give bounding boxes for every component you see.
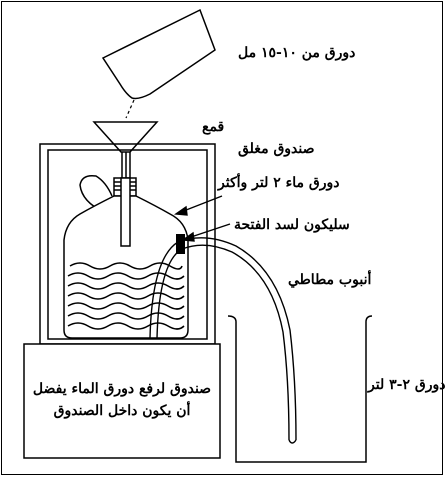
stand-box-line-2: أن يكون داخل الصندوق bbox=[53, 403, 191, 419]
large-beaker bbox=[227, 315, 373, 463]
small-beaker bbox=[101, 8, 216, 100]
silicone-plug bbox=[176, 234, 185, 254]
stand-box-line-1: صندوق لرفع دورق الماء يفضل bbox=[32, 381, 212, 398]
rubber-tube bbox=[149, 237, 297, 444]
label-small-beaker: دورق من ١٠-١٥ مل bbox=[238, 45, 356, 61]
label-closed-box: صندوق مغلق bbox=[238, 141, 315, 157]
water-waves bbox=[67, 262, 185, 330]
pointer-arrows bbox=[174, 195, 231, 242]
label-large-beaker: دورق ٢-٣ لتر bbox=[368, 377, 446, 393]
stand-box-text: صندوق لرفع دورق الماء يفضل أن يكون داخل … bbox=[26, 346, 218, 456]
label-water-jug: دورق ماء ٢ لتر وأكثر bbox=[218, 175, 340, 191]
label-rubber-tube: أنبوب مطاطي bbox=[288, 272, 372, 288]
label-silicone-plug: سليكون لسد الفتحة bbox=[234, 217, 350, 233]
funnel-stem bbox=[120, 177, 131, 247]
pour-stream bbox=[125, 99, 135, 119]
stand-box bbox=[23, 343, 221, 459]
label-funnel: قمع bbox=[202, 119, 225, 135]
